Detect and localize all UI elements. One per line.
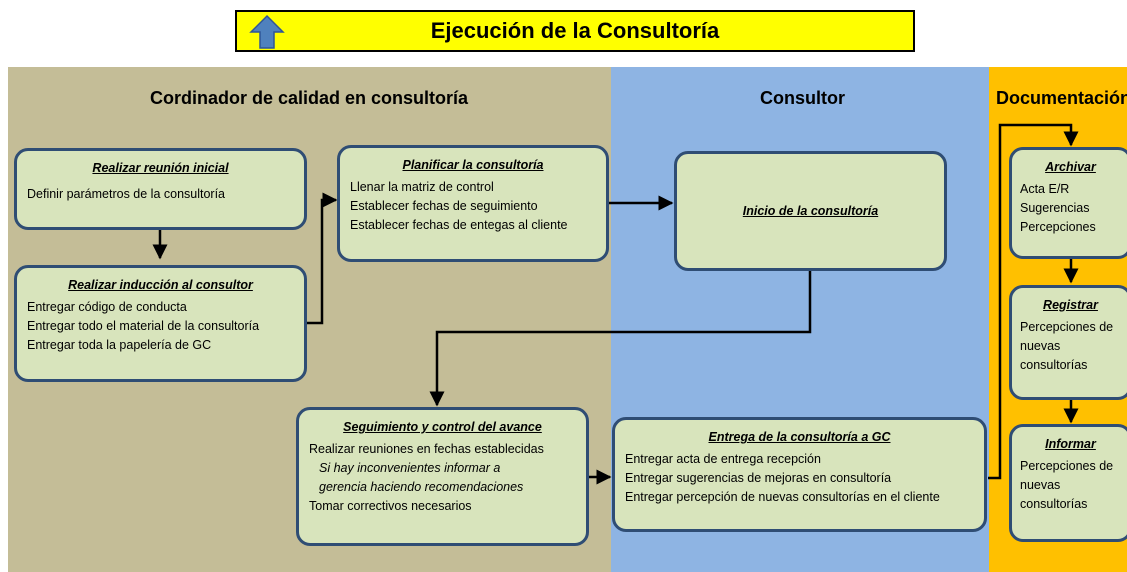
- up-arrow-icon[interactable]: [249, 14, 285, 50]
- box-line: Definir parámetros de la consultoría: [27, 187, 226, 201]
- box-line: Percepciones de: [1020, 459, 1114, 473]
- box-title: Seguimiento y control del avance: [343, 420, 542, 434]
- box-line: Entregar código de conducta: [27, 300, 187, 314]
- box-inicio-consultoria: Inicio de la consultoría: [674, 151, 947, 271]
- box-line: nuevas: [1020, 339, 1061, 353]
- box-line: Tomar correctivos necesarios: [309, 499, 472, 513]
- box-line: Realizar reuniones en fechas establecida…: [309, 442, 544, 456]
- box-line: Llenar la matriz de control: [350, 180, 494, 194]
- box-line: Establecer fechas de entegas al cliente: [350, 218, 568, 232]
- box-line: Entregar sugerencias de mejoras en consu…: [625, 471, 892, 485]
- box-line: Sugerencias: [1020, 201, 1090, 215]
- box-entrega-consultoria: Entrega de la consultoría a GC Entregar …: [612, 417, 987, 532]
- box-title: Informar: [1045, 437, 1096, 451]
- box-line-italic: gerencia haciendo recomendaciones: [319, 480, 524, 494]
- box-line-italic: Si hay inconvenientes informar a: [319, 461, 501, 475]
- page-title: Ejecución de la Consultoría: [430, 18, 720, 43]
- box-planificar-consultoria: Planificar la consultoría Llenar la matr…: [337, 145, 609, 262]
- box-line: consultorías: [1020, 358, 1088, 372]
- box-title: Inicio de la consultoría: [742, 204, 879, 218]
- box-line: Entregar acta de entrega recepción: [625, 452, 821, 466]
- title-bar: Ejecución de la Consultoría: [235, 10, 915, 52]
- box-title: Registrar: [1043, 298, 1098, 312]
- box-registrar: Registrar Percepciones de nuevas consult…: [1009, 285, 1127, 400]
- box-archivar: Archivar Acta E/R Sugerencias Percepcion…: [1009, 147, 1127, 259]
- box-realizar-reunion-inicial: Realizar reunión inicial Definir parámet…: [14, 148, 307, 230]
- box-line: Entregar todo el material de la consulto…: [27, 319, 260, 333]
- box-title: Archivar: [1045, 160, 1096, 174]
- box-line: Percepciones: [1020, 220, 1096, 234]
- box-line: Percepciones de: [1020, 320, 1114, 334]
- box-title: Entrega de la consultoría a GC: [708, 430, 891, 444]
- box-line: Entregar percepción de nuevas consultorí…: [625, 490, 940, 504]
- lane-coordinator-header: Cordinador de calidad en consultoría: [150, 88, 469, 108]
- box-realizar-induccion: Realizar inducción al consultor Entregar…: [14, 265, 307, 382]
- box-title: Realizar inducción al consultor: [68, 278, 253, 292]
- box-line: consultorías: [1020, 497, 1088, 511]
- box-title: Realizar reunión inicial: [92, 161, 229, 175]
- box-line: Establecer fechas de seguimiento: [350, 199, 538, 213]
- box-title: Planificar la consultoría: [402, 158, 544, 172]
- box-line: nuevas: [1020, 478, 1061, 492]
- lane-consultant-header: Consultor: [760, 88, 845, 108]
- box-line: Entregar toda la papelería de GC: [27, 338, 212, 352]
- box-line: Acta E/R: [1020, 182, 1070, 196]
- box-informar: Informar Percepciones de nuevas consulto…: [1009, 424, 1127, 542]
- box-seguimiento-control: Seguimiento y control del avance Realiza…: [296, 407, 589, 546]
- lane-documentation-header: Documentación: [996, 88, 1127, 108]
